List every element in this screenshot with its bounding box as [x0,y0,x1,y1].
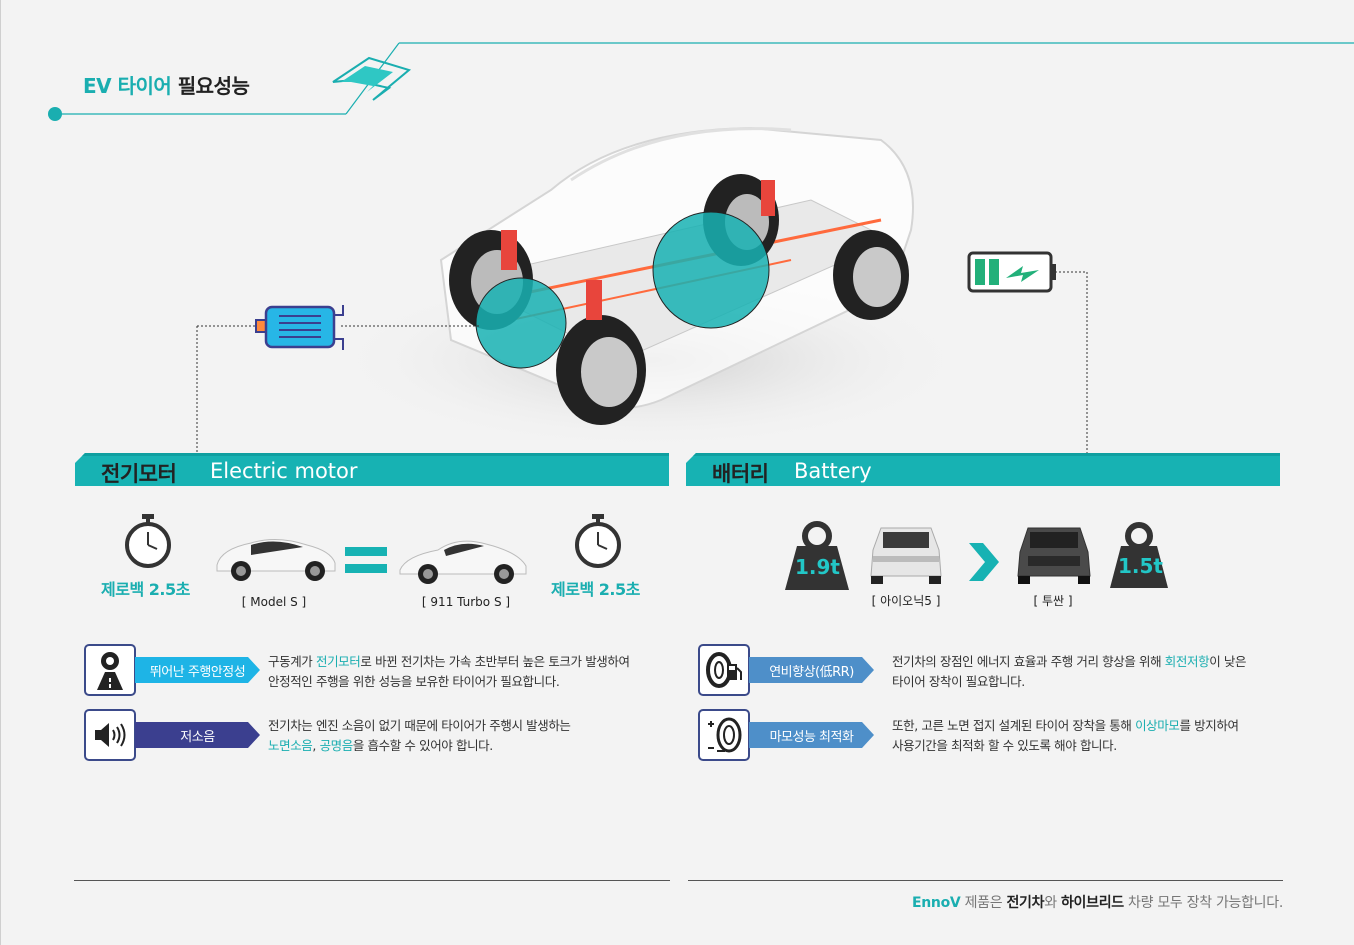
text: 제품은 [960,895,1007,911]
desc-wear: 또한, 고른 노면 접지 설계된 타이어 장착을 통해 이상마모를 방지하여 사… [892,716,1292,756]
section-bar-battery: 배터리 Battery [686,453,1280,486]
text: 구동계가 [268,654,316,669]
car-label-model-s: [ Model S ] [241,595,307,609]
car-model-s-image [216,539,336,581]
highlight-text: 이상마모 [1135,718,1180,733]
text: 를 방지하여 [1179,718,1239,733]
feature-icon-stability [84,644,136,696]
desc-low-noise: 전기차는 엔진 소음이 없기 때문에 타이어가 주행시 발생하는 노면소음, 공… [268,716,668,756]
electric-motor-icon [255,305,344,350]
highlight-text: 공명음 [319,738,354,753]
zero-to-100-right: 제로백 2.5초 [551,580,640,599]
text: 와 [1044,895,1061,911]
car-label-ioniq5: [ 아이오닉5 ] [871,594,941,608]
car-label-911: [ 911 Turbo S ] [421,595,511,609]
text: 이 낮은 [1209,654,1247,669]
weight-value-b: 1.5t [1118,554,1163,578]
zero-to-100-left: 제로백 2.5초 [101,580,190,599]
wheel-front-right [556,315,646,425]
desc-low-noise-line2: 노면소음, 공명음을 흡수할 수 있어야 합니다. [268,736,668,756]
battery-title-en: Battery [794,459,872,483]
text: 을 흡수할 수 있어야 합니다. [352,738,493,753]
section-bar-motor: 전기모터 Electric motor [75,453,669,486]
tag-efficiency: 연비향상(低RR) [749,657,874,683]
bold-text: 하이브리드 [1060,895,1124,911]
desc-stability-line2: 안정적인 주행을 위한 성능을 보유한 타이어가 필요합니다. [268,674,560,689]
desc-wear-line2: 사용기간을 최적화 할 수 있도록 해야 합니다. [892,738,1117,753]
tag-stability: 뛰어난 주행안정성 [135,657,260,683]
weight-icon [1110,522,1168,588]
desc-wear-line1: 또한, 고른 노면 접지 설계된 타이어 장착을 통해 이상마모를 방지하여 [892,716,1292,736]
speaker-icon [95,723,126,747]
lightning-logo-icon [332,56,412,101]
desc-low-noise-line1: 전기차는 엔진 소음이 없기 때문에 타이어가 주행시 발생하는 [268,718,571,733]
tire-fuel-icon [706,652,742,688]
tire-wear-icon [708,717,742,753]
tag-low-noise: 저소음 [135,722,260,748]
highlight-text: 노면소음 [268,738,313,753]
ev-car-illustration [196,126,1088,455]
wheel-rear-right [833,230,909,320]
stopwatch-icon [575,514,621,568]
desc-efficiency-line1: 전기차의 장점인 에너지 효율과 주행 거리 향상을 위해 회전저항이 낮은 [892,652,1292,672]
header-decoration [48,42,1354,121]
desc-stability: 구동계가 전기모터로 바뀐 전기차는 가속 초반부터 높은 토크가 발생하여 안… [268,652,668,692]
desc-stability-line1: 구동계가 전기모터로 바뀐 전기차는 가속 초반부터 높은 토크가 발생하여 [268,652,668,672]
car-tucson-image [1017,527,1091,584]
driver-road-icon [97,652,123,690]
highlight-text: 전기모터 [315,654,361,669]
battery-charging-icon [967,251,1056,293]
equals-icon [345,547,387,573]
text: 또한, 고른 노면 접지 설계된 타이어 장착을 통해 [892,718,1136,733]
car-ioniq5-image [870,527,942,584]
highlight-text: 회전저항 [1164,654,1210,669]
title-accent: EV 타이어 [83,74,172,98]
motor-title-ko: 전기모터 [101,462,177,486]
brand-name: EnnoV [911,895,961,911]
page-title: EV 타이어 필요성능 [83,70,250,99]
footer-note: EnnoV 제품은 전기차와 하이브리드 차량 모두 장착 가능합니다. [912,892,1283,912]
weight-value-a: 1.9t [795,555,840,579]
weight-badge-tucson: 1.5t [1108,520,1170,588]
text: 전기차의 장점인 에너지 효율과 주행 거리 향상을 위해 [892,654,1165,669]
battery-title-ko: 배터리 [712,462,769,486]
bold-text: 전기차 [1006,895,1045,911]
footer-rule-left [74,880,670,881]
weight-badge-ioniq5: 1.9t [783,520,851,590]
feature-icon-efficiency [698,644,750,696]
desc-efficiency: 전기차의 장점인 에너지 효율과 주행 거리 향상을 위해 회전저항이 낮은 타… [892,652,1292,692]
feature-icon-low-noise [84,709,136,761]
title-rest: 필요성능 [177,74,250,98]
car-label-tucson: [ 투싼 ] [1033,594,1073,608]
stopwatch-icon [125,514,171,568]
text: 로 바뀐 전기차는 가속 초반부터 높은 토크가 발생하여 [360,654,630,669]
footer-rule-right [688,880,1283,881]
desc-efficiency-line2: 타이어 장착이 필요합니다. [892,674,1025,689]
text: , [312,738,320,753]
feature-icon-wear [698,709,750,761]
tag-wear: 마모성능 최적화 [749,722,874,748]
text: 차량 모두 장착 가능합니다. [1123,895,1283,911]
motor-title-en: Electric motor [210,459,358,483]
weight-icon [785,521,849,590]
car-911-turbo-image [399,540,527,584]
chevron-right-icon [969,543,999,581]
